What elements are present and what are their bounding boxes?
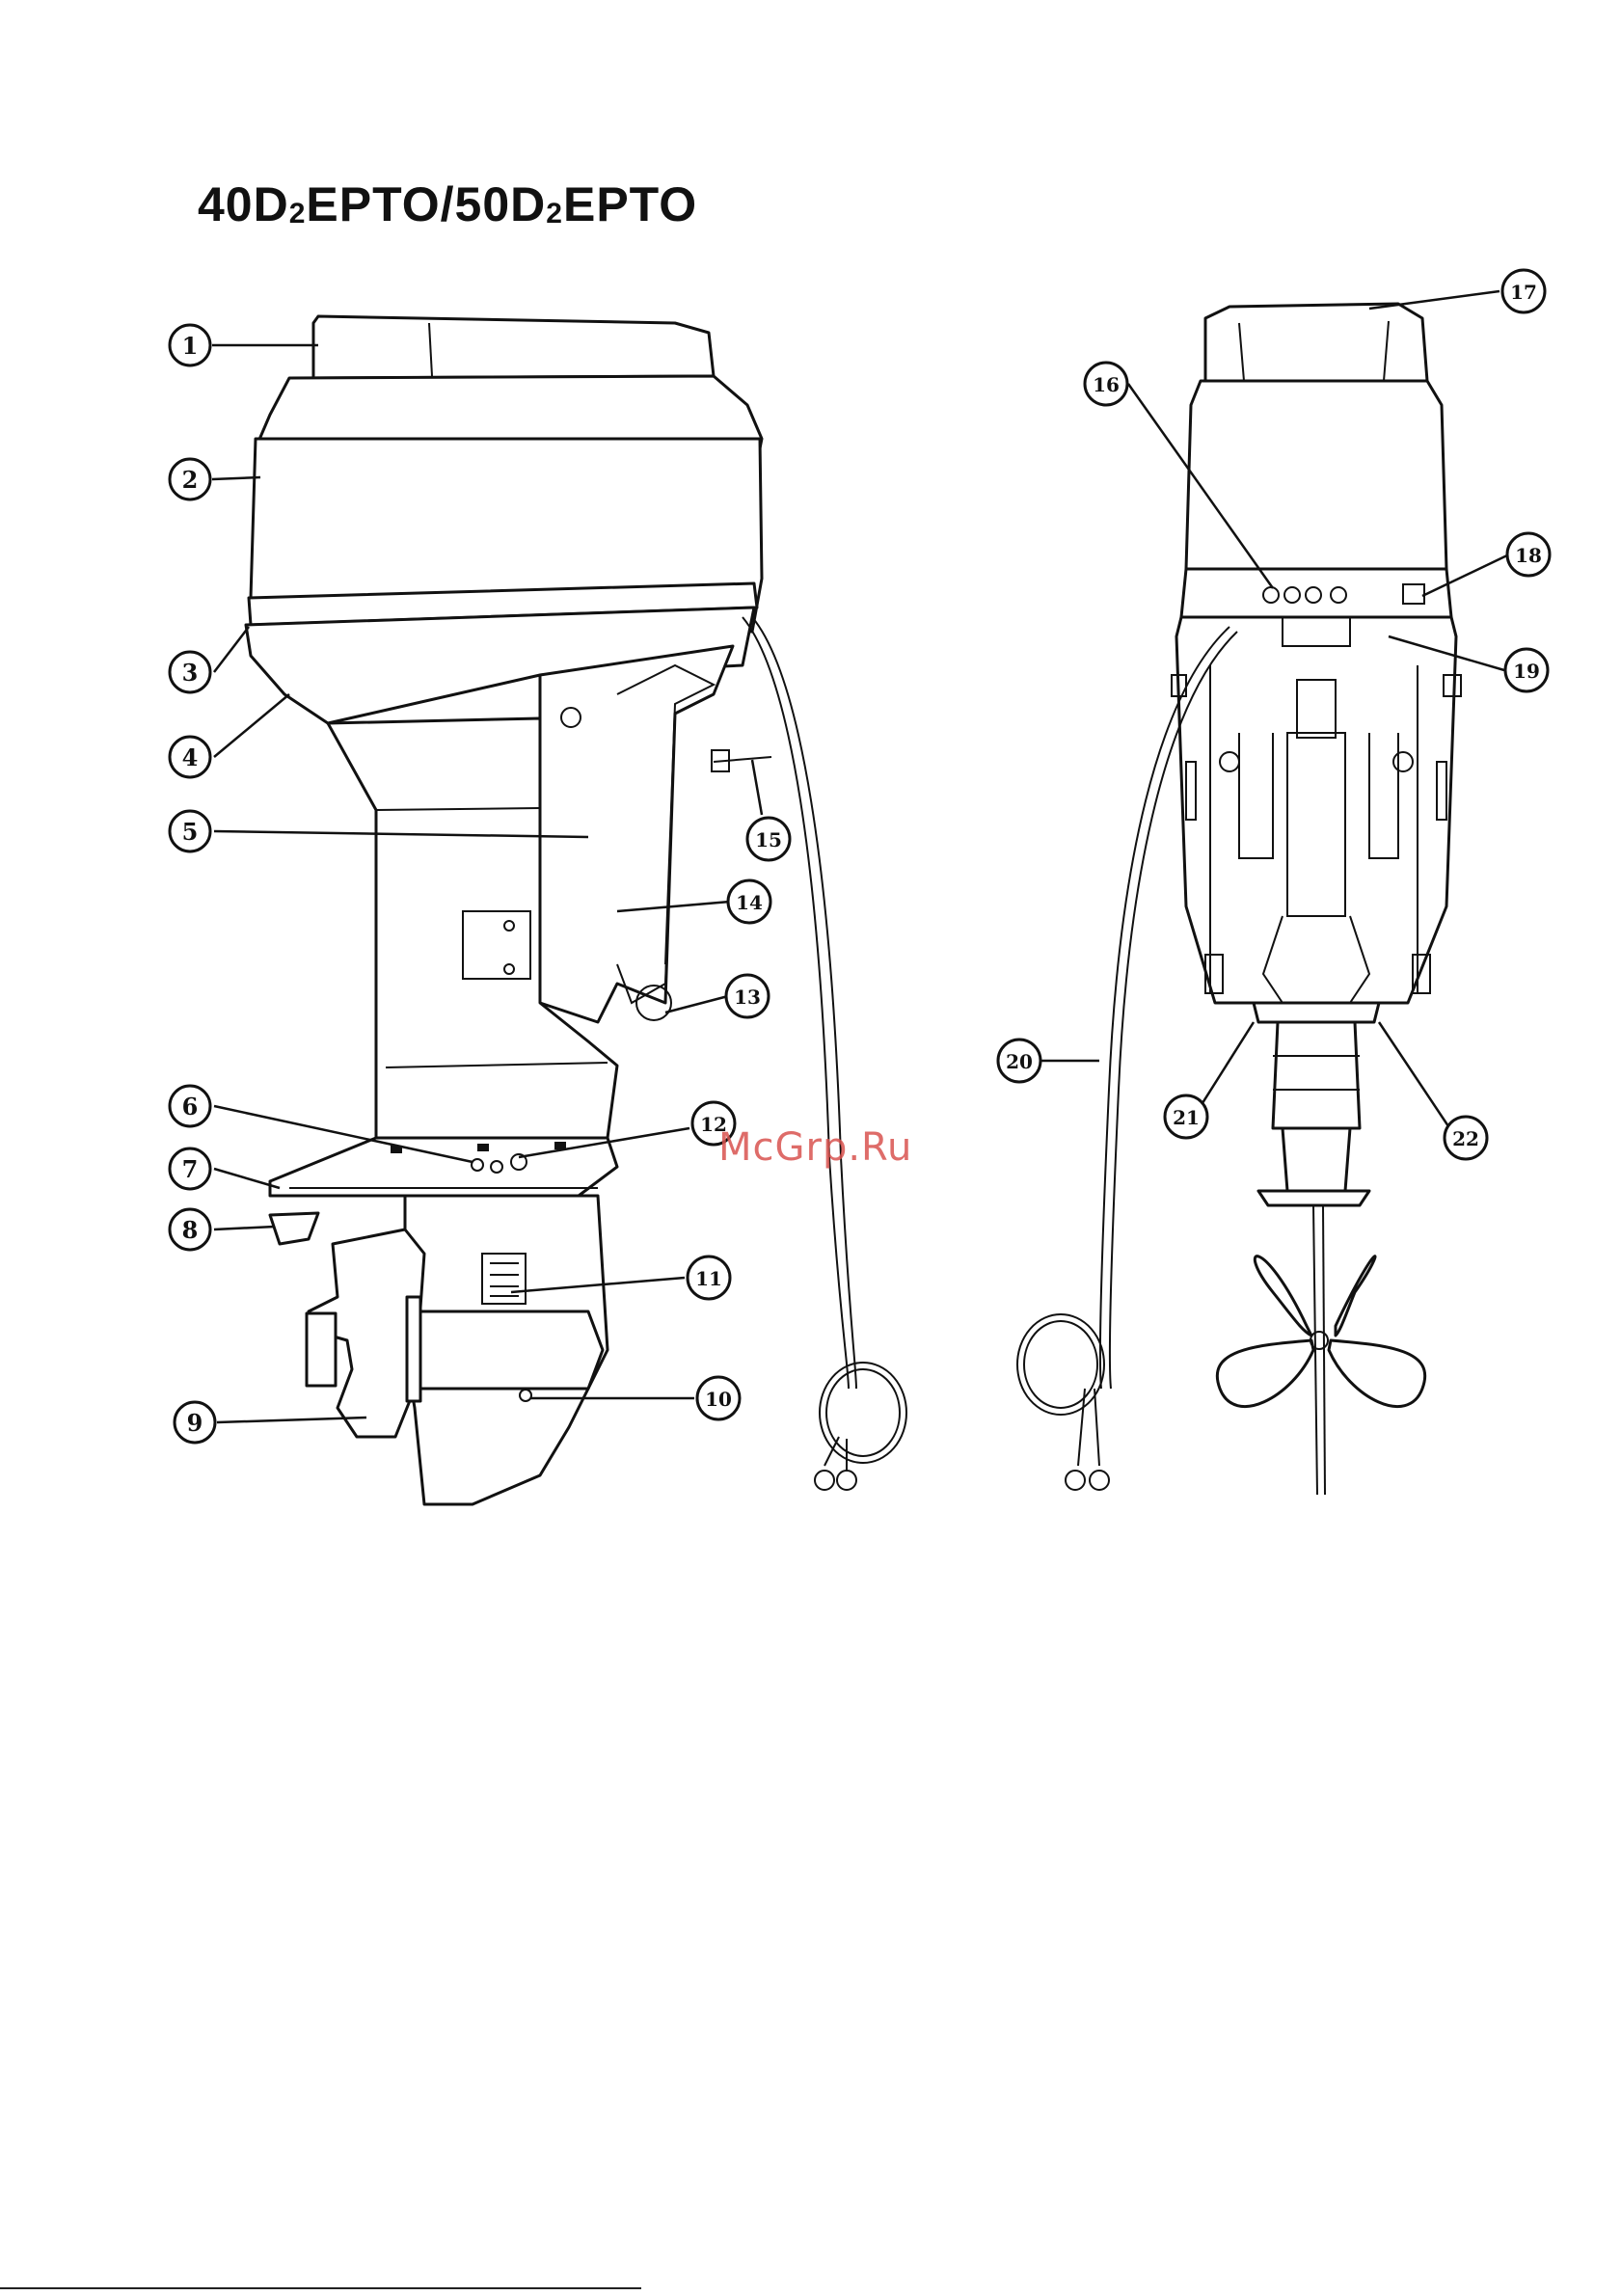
callout-1: 1 [170, 325, 210, 365]
callout-13: 13 [726, 975, 769, 1017]
svg-text:4: 4 [182, 743, 199, 771]
callout-16: 16 [1085, 363, 1127, 405]
svg-text:17: 17 [1510, 281, 1537, 304]
callout-20: 20 [998, 1040, 1040, 1082]
callout-5: 5 [170, 811, 210, 851]
watermark-text: McGrp.Ru [718, 1125, 912, 1170]
svg-text:21: 21 [1173, 1106, 1200, 1129]
svg-text:3: 3 [182, 659, 199, 687]
callout-15: 15 [747, 818, 790, 860]
callout-7: 7 [170, 1148, 210, 1189]
callout-4: 4 [170, 737, 210, 777]
svg-text:2: 2 [182, 466, 199, 494]
svg-text:14: 14 [736, 891, 763, 914]
callout-3: 3 [170, 652, 210, 692]
rear-view [1017, 304, 1461, 1495]
callout-6: 6 [170, 1086, 210, 1126]
callout-19: 19 [1505, 649, 1548, 691]
callout-22: 22 [1445, 1117, 1487, 1159]
svg-text:9: 9 [187, 1409, 203, 1437]
svg-text:13: 13 [734, 986, 761, 1009]
svg-text:16: 16 [1093, 373, 1120, 396]
svg-text:18: 18 [1515, 544, 1542, 567]
svg-text:1: 1 [182, 332, 199, 360]
svg-text:19: 19 [1513, 660, 1540, 683]
svg-text:22: 22 [1452, 1127, 1479, 1150]
svg-text:10: 10 [705, 1388, 732, 1411]
svg-text:7: 7 [182, 1155, 199, 1183]
svg-text:15: 15 [755, 828, 782, 851]
svg-text:8: 8 [182, 1216, 199, 1244]
svg-text:5: 5 [182, 818, 199, 846]
callout-8: 8 [170, 1209, 210, 1250]
callout-10: 10 [697, 1377, 740, 1419]
callout-9: 9 [175, 1402, 215, 1443]
callout-18: 18 [1507, 533, 1550, 576]
svg-text:11: 11 [695, 1267, 722, 1290]
callout-14: 14 [728, 880, 770, 923]
callout-11: 11 [688, 1256, 730, 1299]
svg-text:6: 6 [182, 1093, 199, 1121]
side-view [246, 316, 906, 1504]
svg-text:20: 20 [1006, 1050, 1033, 1073]
callout-2: 2 [170, 459, 210, 500]
callout-21: 21 [1165, 1095, 1207, 1138]
callout-17: 17 [1502, 270, 1545, 312]
footer-divider [0, 2287, 641, 2289]
